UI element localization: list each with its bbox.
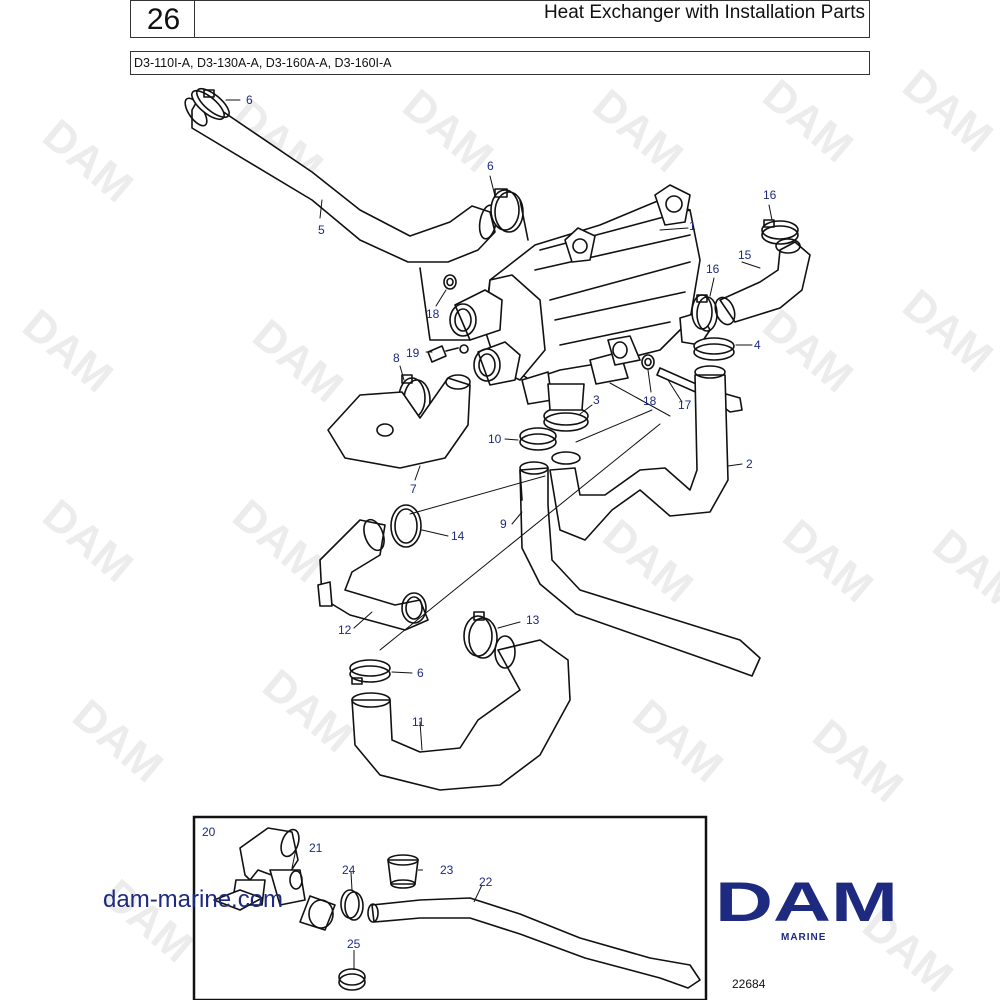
leader-bracket (519, 199, 529, 241)
callout-6: 6 (246, 93, 253, 107)
callout-labels: 6 5 6 1 16 15 16 18 4 19 8 18 17 3 10 2 … (246, 93, 777, 729)
watermark: DAM (754, 300, 862, 402)
watermark: DAM (584, 80, 692, 182)
leader-lines (225, 99, 773, 751)
leader-bracket (419, 267, 471, 341)
part-23-sleeve (387, 854, 419, 889)
part-3-clamp (543, 406, 589, 432)
part-22-hose (367, 897, 701, 989)
callout-5: 5 (318, 223, 325, 237)
callout-24: 24 (342, 863, 356, 877)
callout-23: 23 (440, 863, 454, 877)
callout-3: 3 (593, 393, 600, 407)
page-number-box: 26 (130, 0, 195, 38)
watermark: DAM (34, 490, 142, 592)
part-10-clamp (519, 427, 557, 451)
part-20-elbow (213, 827, 300, 911)
callout-7: 7 (410, 482, 417, 496)
callout-13: 13 (526, 613, 540, 627)
inset-detail-box: 20 21 24 23 22 25 (192, 815, 708, 1000)
dam-logo-text: DAM (715, 878, 898, 924)
watermark: DAM (34, 110, 142, 212)
watermark: DAM (894, 280, 1000, 382)
brand-subtitle: MARINE (781, 932, 827, 943)
callout-19: 19 (406, 346, 420, 360)
watermark: DAM (624, 690, 732, 792)
models-box: D3-110I-A, D3-130A-A, D3-160A-A, D3-160I… (130, 51, 870, 75)
callout-20: 20 (202, 825, 216, 839)
callout-16: 16 (706, 262, 720, 276)
callout-1: 1 (689, 219, 696, 233)
watermark: DAM (804, 710, 912, 812)
watermark: DAM (754, 70, 862, 172)
part-16-clamp-lower (691, 294, 718, 332)
engine-models: D3-110I-A, D3-130A-A, D3-160A-A, D3-160I… (134, 56, 392, 70)
callout-18: 18 (426, 307, 440, 321)
watermark: DAM (774, 510, 882, 612)
part-18-washer-lower (641, 354, 655, 370)
watermark: DAM (14, 300, 122, 402)
part-7-hose (327, 374, 471, 469)
callout-17: 17 (678, 398, 692, 412)
page-number: 26 (146, 3, 181, 36)
callout-11: 11 (412, 715, 425, 729)
callout-21: 21 (309, 841, 323, 855)
part-14-oring (390, 504, 422, 548)
callout-6: 6 (487, 159, 494, 173)
watermark: DAM (224, 490, 332, 592)
diagram-reference-number: 22684 (732, 977, 766, 991)
title-box: Heat Exchanger with Installation Parts (194, 0, 870, 38)
part-21-tube (269, 869, 306, 906)
part-18-washer-upper (443, 274, 457, 290)
part-6-clamp-upper (490, 188, 524, 233)
part-13-clamp (463, 611, 498, 659)
callout-8: 8 (393, 351, 400, 365)
part-24-clamp (340, 889, 364, 921)
watermark: DAM (64, 690, 172, 792)
part-25-clamp (338, 968, 366, 991)
callout-16: 16 (763, 188, 777, 202)
dam-logo: DAM (715, 878, 898, 924)
part-2-hose (549, 365, 729, 541)
callout-12: 12 (338, 623, 352, 637)
part-16-clamp-upper (761, 219, 799, 245)
watermark: DAM (924, 520, 1000, 622)
part-6-clamp-middle (349, 659, 391, 685)
part-20-sleeve (299, 895, 336, 931)
callout-22: 22 (479, 875, 493, 889)
callout-15: 15 (738, 248, 752, 262)
watermark: DAM (254, 660, 362, 762)
callout-9: 9 (500, 517, 507, 531)
watermark: DAM (394, 80, 502, 182)
part-1-heat-exchanger (449, 184, 711, 405)
part-4-clamp (693, 337, 735, 361)
watermark: DAM (894, 60, 1000, 162)
callout-18: 18 (643, 394, 657, 408)
part-19-plug (427, 344, 469, 363)
watermark: DAM (244, 310, 352, 412)
website-link[interactable]: dam-marine.com (103, 886, 284, 913)
callout-14: 14 (451, 529, 465, 543)
callout-4: 4 (754, 338, 761, 352)
part-11-hose (351, 635, 571, 791)
page-title: Heat Exchanger with Installation Parts (543, 2, 865, 23)
callout-10: 10 (488, 432, 502, 446)
watermark: DAM (594, 510, 702, 612)
part-6-clamp-top (191, 87, 230, 121)
callout-25: 25 (347, 937, 361, 951)
callout-6: 6 (417, 666, 424, 680)
callout-2: 2 (746, 457, 753, 471)
part-12-pipe (317, 518, 429, 631)
hose-connector (547, 383, 585, 411)
part-9-tube (519, 461, 761, 677)
